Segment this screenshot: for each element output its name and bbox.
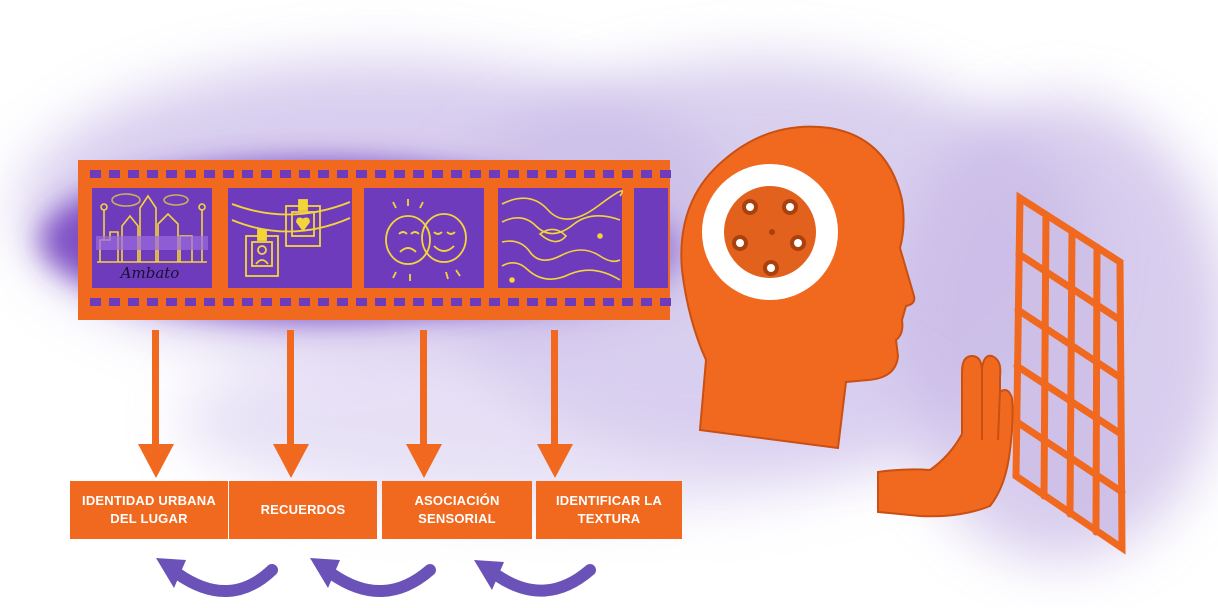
label-identidad-urbana-text: IDENTIDAD URBANA DEL LUGAR xyxy=(82,493,216,526)
sprocket-hole xyxy=(204,298,215,306)
sprocket-hole xyxy=(109,298,120,306)
curved-arrow-2 xyxy=(310,558,436,598)
sprocket-hole xyxy=(147,170,158,178)
sprocket-hole xyxy=(565,298,576,306)
sprocket-hole xyxy=(280,170,291,178)
sprocket-hole xyxy=(451,170,462,178)
sprocket-hole xyxy=(280,298,291,306)
film-strip: Ambato xyxy=(78,160,671,320)
label-identidad-urbana: IDENTIDAD URBANA DEL LUGAR xyxy=(70,481,228,539)
sprocket-hole xyxy=(147,298,158,306)
sprocket-hole xyxy=(166,170,177,178)
sprocket-hole xyxy=(90,298,101,306)
label-recuerdos-text: RECUERDOS xyxy=(260,502,346,517)
comedy-tragedy-masks-icon xyxy=(385,199,467,281)
sprocket-hole xyxy=(584,298,595,306)
sprocket-hole xyxy=(489,170,500,178)
label-asociacion-sensorial-text: ASOCIACIÓN SENSORIAL xyxy=(414,493,500,526)
sprocket-hole xyxy=(261,170,272,178)
down-arrow-4 xyxy=(537,330,573,478)
sprocket-hole xyxy=(185,170,196,178)
down-arrow-2 xyxy=(273,330,309,478)
down-arrow-3 xyxy=(406,330,442,478)
signature-text: Ambato xyxy=(119,264,180,282)
film-sprockets-bottom xyxy=(90,298,671,306)
label-identificar-textura: IDENTIFICAR LA TEXTURA xyxy=(536,481,682,539)
hanging-photos-icon xyxy=(231,199,351,277)
sprocket-hole xyxy=(261,298,272,306)
sprocket-hole xyxy=(470,298,481,306)
sprocket-hole xyxy=(356,298,367,306)
sprocket-hole xyxy=(299,298,310,306)
sprocket-hole xyxy=(166,298,177,306)
sprocket-hole xyxy=(318,170,329,178)
sprocket-hole xyxy=(527,170,538,178)
sprocket-hole xyxy=(223,170,234,178)
sprocket-hole xyxy=(527,298,538,306)
sprocket-hole xyxy=(508,298,519,306)
sprocket-hole xyxy=(337,170,348,178)
sprocket-hole xyxy=(223,298,234,306)
film-sprockets-top xyxy=(90,170,671,178)
film-frame-photos xyxy=(228,188,352,288)
sprocket-hole xyxy=(413,298,424,306)
sprocket-hole xyxy=(622,170,633,178)
sprocket-hole xyxy=(622,298,633,306)
sprocket-hole xyxy=(242,170,253,178)
sprocket-hole xyxy=(413,170,424,178)
sprocket-hole xyxy=(128,298,139,306)
sprocket-hole xyxy=(432,170,443,178)
sprocket-hole xyxy=(603,170,614,178)
sprocket-hole xyxy=(375,170,386,178)
down-arrows xyxy=(138,330,573,478)
film-frame-partial xyxy=(634,188,668,288)
sprocket-hole xyxy=(394,298,405,306)
sprocket-hole xyxy=(584,170,595,178)
label-identificar-textura-text: IDENTIFICAR LA TEXTURA xyxy=(555,493,663,526)
sprocket-hole xyxy=(185,298,196,306)
sprocket-hole xyxy=(128,170,139,178)
sprocket-hole xyxy=(337,298,348,306)
human-head-profile-icon xyxy=(680,125,916,450)
sprocket-hole xyxy=(242,298,253,306)
curved-arrow-3 xyxy=(474,560,596,597)
sprocket-hole xyxy=(204,170,215,178)
sprocket-hole xyxy=(299,170,310,178)
sprocket-hole xyxy=(356,170,367,178)
sprocket-hole xyxy=(90,170,101,178)
topographic-texture-icon xyxy=(501,190,624,283)
sprocket-hole xyxy=(451,298,462,306)
sprocket-hole xyxy=(470,170,481,178)
sprocket-hole xyxy=(641,170,652,178)
sprocket-hole xyxy=(489,298,500,306)
sprocket-hole xyxy=(432,298,443,306)
sprocket-hole xyxy=(394,170,405,178)
sensory-dots xyxy=(732,199,806,276)
sprocket-hole xyxy=(109,170,120,178)
film-frame-masks xyxy=(364,188,484,288)
sprocket-hole xyxy=(660,170,671,178)
sprocket-hole xyxy=(603,298,614,306)
film-frame-texture xyxy=(498,188,624,288)
sprocket-hole xyxy=(318,298,329,306)
down-arrow-1 xyxy=(138,330,174,478)
sprocket-hole xyxy=(641,298,652,306)
label-recuerdos: RECUERDOS xyxy=(229,481,377,539)
curved-arrow-1 xyxy=(156,558,278,598)
sprocket-hole xyxy=(375,298,386,306)
sprocket-hole xyxy=(508,170,519,178)
sprocket-hole xyxy=(565,170,576,178)
textured-grid-window-icon xyxy=(1012,191,1126,555)
sprocket-hole xyxy=(546,298,557,306)
sprocket-hole xyxy=(546,170,557,178)
raised-hand-icon xyxy=(877,354,1014,518)
sprocket-hole xyxy=(660,298,671,306)
label-asociacion-sensorial: ASOCIACIÓN SENSORIAL xyxy=(382,481,532,539)
label-boxes-bg xyxy=(70,481,682,539)
cycle-arrows xyxy=(156,558,596,598)
film-frame-city: Ambato xyxy=(92,188,212,288)
